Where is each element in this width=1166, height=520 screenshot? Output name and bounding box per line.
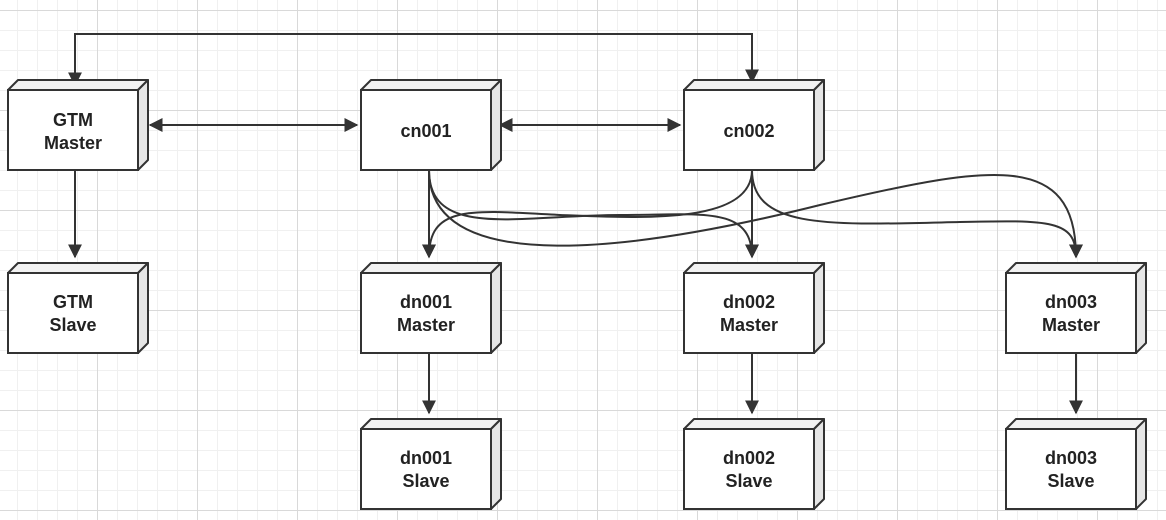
node-dn002-master-label-2: Master [720,315,778,335]
node-dn002-slave-label-1: dn002 [723,448,775,468]
edge-cn002-to-dn001-master[interactable] [422,169,753,259]
node-dn002-slave[interactable]: dn002 Slave [683,418,825,510]
node-cn002[interactable]: cn002 [683,79,825,171]
node-dn003-master[interactable]: dn003 Master [1005,262,1147,354]
node-dn001-slave[interactable]: dn001 Slave [360,418,502,510]
node-gtm-slave-label-2: Slave [49,315,96,335]
node-cn001[interactable]: cn001 [360,79,502,171]
nodes-layer: GTM Master GTM Slave cn001 [7,79,1147,510]
node-gtm-master-label-1: GTM [53,110,93,130]
node-cn001-label: cn001 [400,121,451,141]
node-dn003-master-label-2: Master [1042,315,1100,335]
node-dn001-slave-label-2: Slave [402,471,449,491]
node-gtm-master[interactable]: GTM Master [7,79,149,171]
edge-gtm-master-to-cn002[interactable] [68,33,759,87]
node-gtm-master-label-2: Master [44,133,102,153]
node-dn002-master[interactable]: dn002 Master [683,262,825,354]
node-dn003-master-label-1: dn003 [1045,292,1097,312]
node-dn001-master-label-2: Master [397,315,455,335]
edge-cn002-to-dn003-master[interactable] [751,169,1083,259]
node-dn001-master-label-1: dn001 [400,292,452,312]
node-dn003-slave-label-1: dn003 [1045,448,1097,468]
node-cn002-label: cn002 [723,121,774,141]
node-dn002-master-label-1: dn002 [723,292,775,312]
edge-cn001-to-dn003-master[interactable] [428,169,1083,259]
node-gtm-slave[interactable]: GTM Slave [7,262,149,354]
edges-layer [68,33,1083,415]
node-gtm-slave-label-1: GTM [53,292,93,312]
node-dn001-master[interactable]: dn001 Master [360,262,502,354]
node-dn003-slave[interactable]: dn003 Slave [1005,418,1147,510]
node-dn001-slave-label-1: dn001 [400,448,452,468]
edge-cn001-to-dn002-master[interactable] [428,169,759,259]
node-dn003-slave-label-2: Slave [1047,471,1094,491]
node-dn002-slave-label-2: Slave [725,471,772,491]
